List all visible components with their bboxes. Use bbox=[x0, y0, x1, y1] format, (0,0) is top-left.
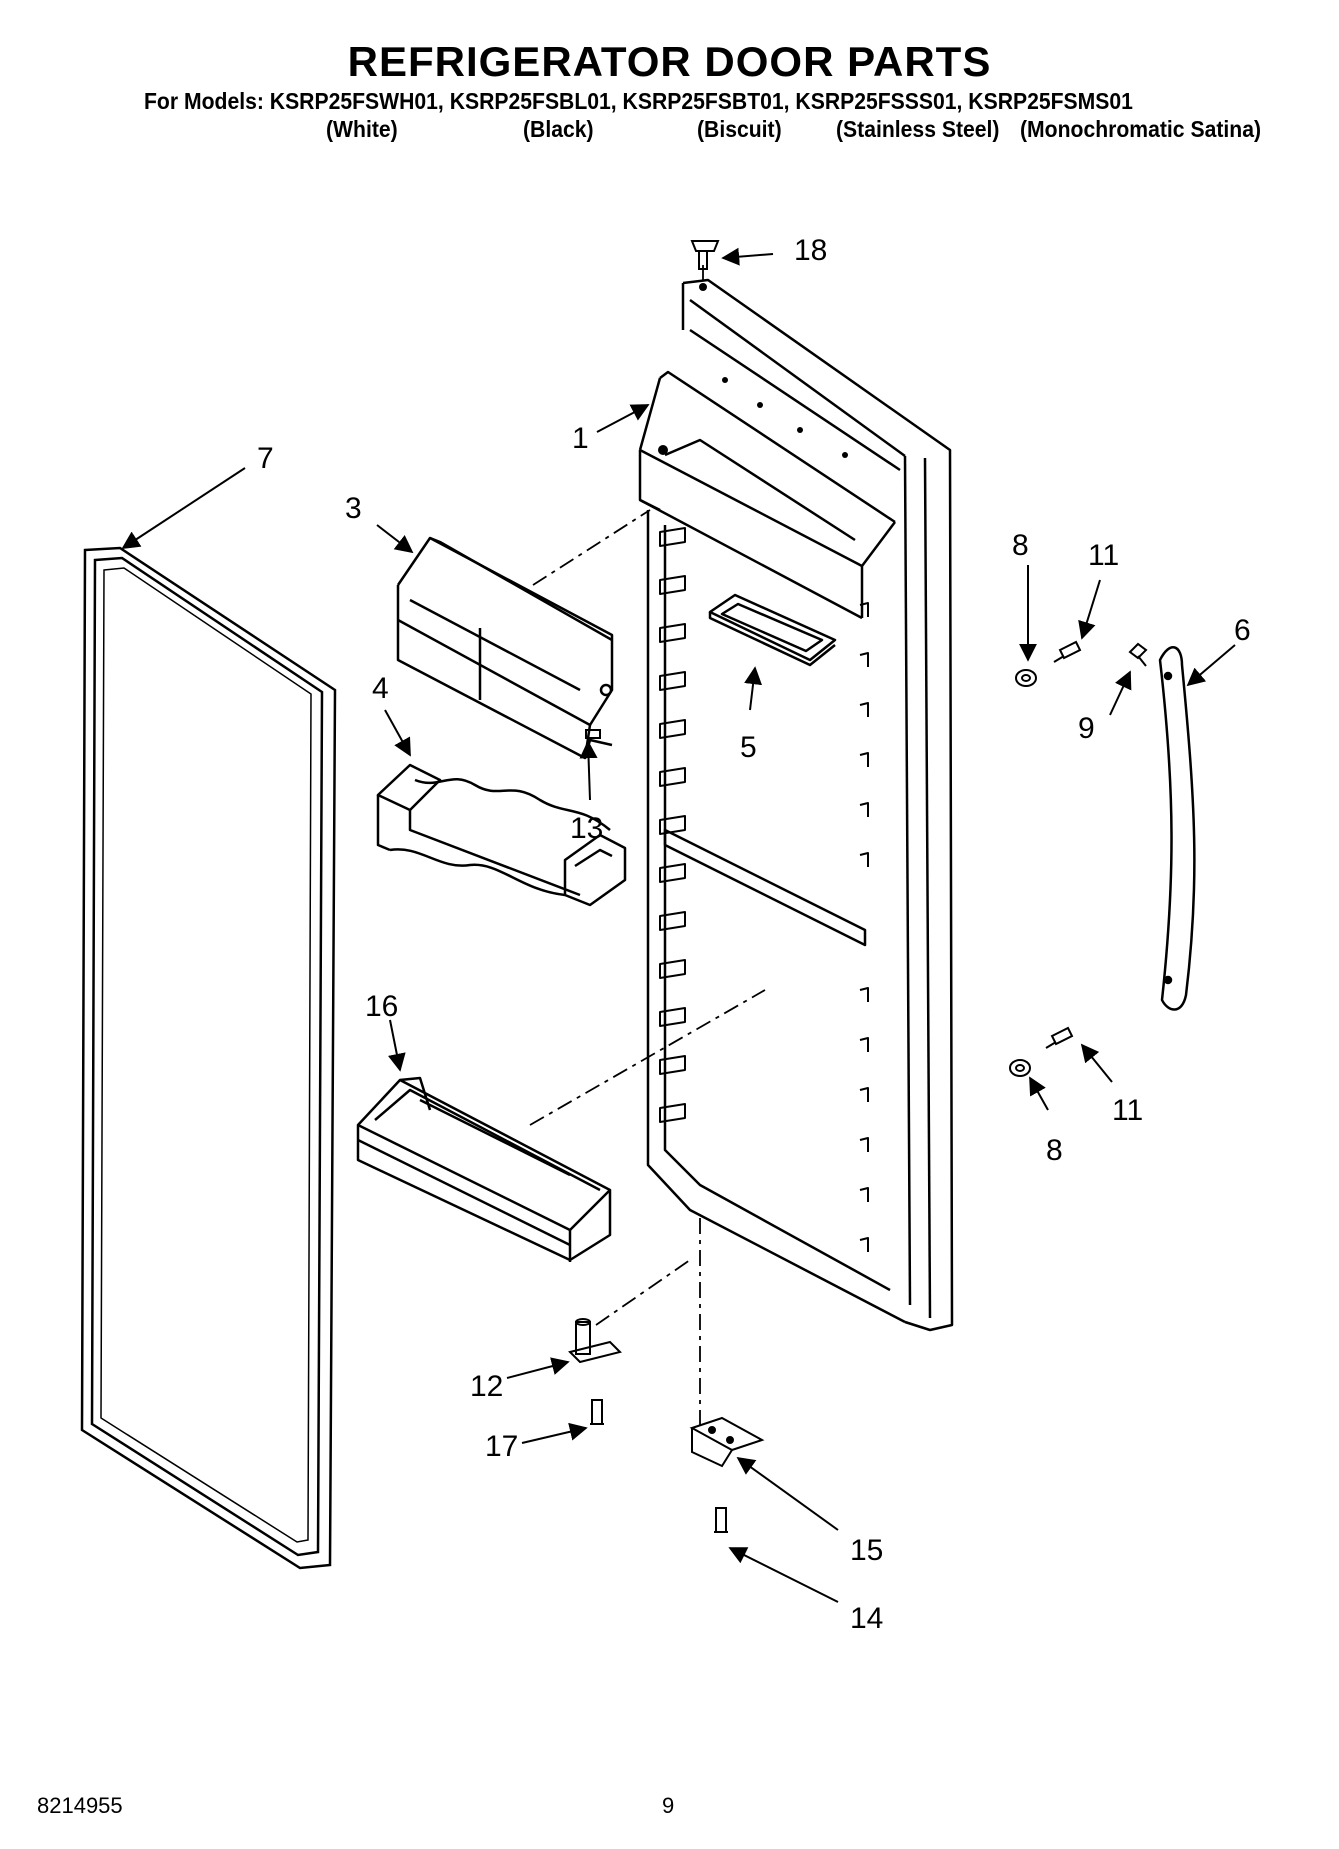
callout-3: 3 bbox=[345, 492, 362, 525]
color-monochromatic-satina: (Monochromatic Satina) bbox=[1020, 116, 1262, 142]
callout-14: 14 bbox=[850, 1602, 883, 1635]
callout-11-upper: 11 bbox=[1088, 539, 1119, 572]
door-gasket-part bbox=[80, 546, 337, 1570]
bracket-screw-part bbox=[714, 1507, 728, 1533]
callout-9: 9 bbox=[1078, 712, 1095, 745]
color-white: (White) bbox=[326, 116, 398, 142]
leader-arrows bbox=[121, 247, 1236, 1603]
color-black: (Black) bbox=[523, 116, 594, 142]
door-liner-part bbox=[638, 278, 954, 1332]
plug-part bbox=[690, 240, 720, 270]
callout-4: 4 bbox=[372, 672, 389, 705]
hinge-pin-part bbox=[585, 729, 601, 739]
handle-part bbox=[1158, 646, 1196, 1011]
handle-screw-part bbox=[1128, 642, 1148, 667]
spacer-part-upper bbox=[1015, 669, 1037, 687]
alignment-lines bbox=[529, 265, 766, 1425]
callout-16: 16 bbox=[365, 990, 398, 1023]
color-stainless-steel: (Stainless Steel) bbox=[836, 116, 1000, 142]
callout-6: 6 bbox=[1234, 614, 1251, 647]
page-title: REFRIGERATOR DOOR PARTS bbox=[347, 38, 992, 85]
callout-8-upper: 8 bbox=[1012, 529, 1029, 562]
callout-1: 1 bbox=[572, 422, 589, 455]
callout-18: 18 bbox=[794, 234, 827, 267]
spacer-part-lower bbox=[1009, 1059, 1031, 1077]
page-number: 9 bbox=[662, 1793, 675, 1818]
callout-7: 7 bbox=[257, 442, 274, 475]
dairy-door-part bbox=[396, 536, 614, 760]
models-line: For Models: KSRP25FSWH01, KSRP25FSBL01, … bbox=[144, 88, 1133, 114]
bottom-hinge-pin-part bbox=[568, 1318, 622, 1364]
hinge-bracket-part bbox=[689, 1416, 765, 1468]
tray-part bbox=[708, 593, 837, 667]
callout-5: 5 bbox=[740, 731, 757, 764]
callout-11-lower: 11 bbox=[1112, 1094, 1143, 1127]
callout-8-lower: 8 bbox=[1046, 1134, 1063, 1167]
callout-12: 12 bbox=[470, 1370, 503, 1403]
door-bin-part bbox=[356, 1076, 612, 1262]
color-biscuit: (Biscuit) bbox=[697, 116, 782, 142]
doc-number: 8214955 bbox=[37, 1793, 123, 1818]
screw-part-lower bbox=[1045, 1026, 1074, 1049]
hinge-screw-part bbox=[590, 1399, 604, 1425]
screw-part-upper bbox=[1053, 640, 1082, 663]
callout-13: 13 bbox=[570, 812, 603, 845]
callout-15: 15 bbox=[850, 1534, 883, 1567]
egg-bin-part bbox=[376, 763, 627, 907]
callout-17: 17 bbox=[485, 1430, 518, 1463]
